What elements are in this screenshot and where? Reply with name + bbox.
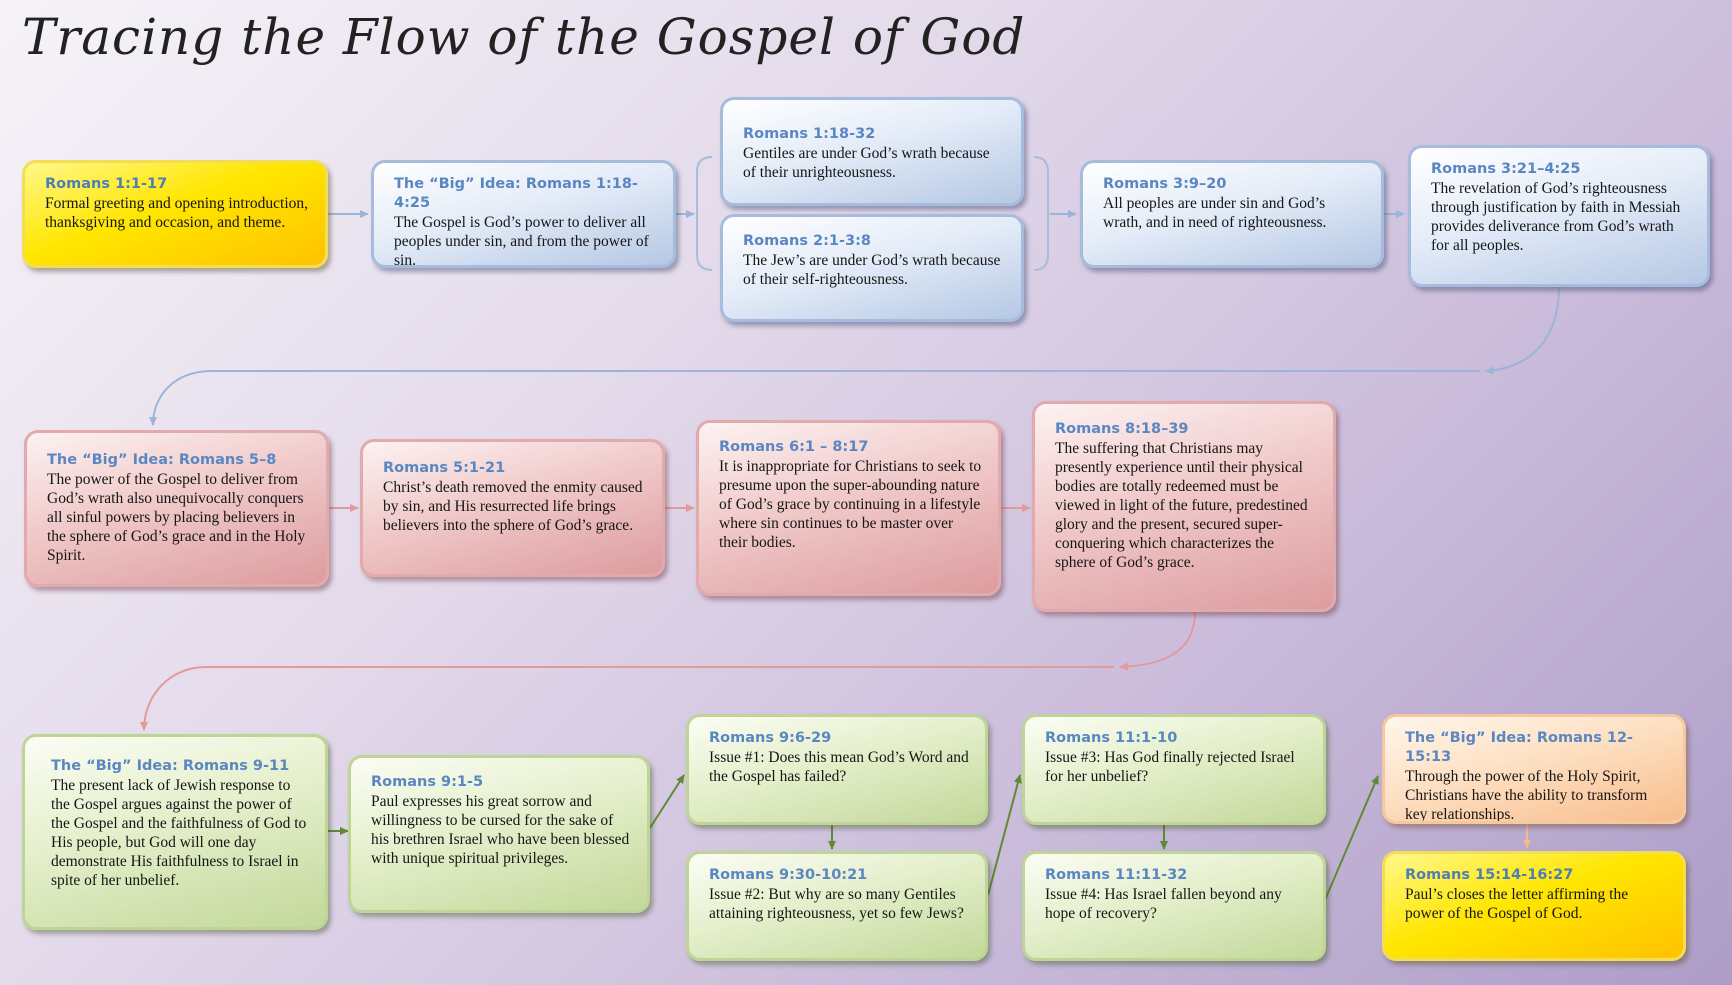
box-heading: Romans 15:14-16:27 — [1405, 867, 1574, 883]
box-romans-9-6-29: Romans 9:6-29 Issue #1: Does this mean G… — [686, 714, 988, 825]
box-text: Formal greeting and opening introduction… — [45, 195, 309, 231]
box-text: The power of the Gospel to deliver from … — [47, 471, 306, 564]
box-romans-15-14-16-27: Romans 15:14-16:27 Paul’s closes the let… — [1382, 851, 1686, 961]
box-heading: Romans 5:1-21 — [383, 460, 506, 476]
box-romans-3-9-20: Romans 3:9–20 All peoples are under sin … — [1080, 160, 1384, 268]
box-big-idea-4: The “Big” Idea: Romans 12-15:13 Through … — [1382, 714, 1686, 824]
box-text: Through the power of the Holy Spirit, Ch… — [1405, 768, 1648, 823]
box-text: Issue #2: But why are so many Gentiles a… — [709, 886, 964, 922]
box-text: Issue #4: Has Israel fallen beyond any h… — [1045, 886, 1282, 922]
box-heading: The “Big” Idea: Romans 5–8 — [47, 452, 277, 468]
box-heading: Romans 6:1 – 8:17 — [719, 439, 869, 455]
box-heading: Romans 9:1-5 — [371, 774, 484, 790]
arrow-b16-b17 — [1324, 775, 1379, 901]
arrow-to-b11 — [140, 666, 207, 731]
arrow-to-b7 — [149, 370, 213, 426]
box-heading: Romans 3:9–20 — [1103, 176, 1227, 192]
arrow-b6-down — [1485, 286, 1560, 375]
box-big-idea-2: The “Big” Idea: Romans 5–8 The power of … — [24, 430, 329, 587]
arrow-b12-b13 — [649, 774, 685, 829]
box-text: The revelation of God’s righteousness th… — [1431, 180, 1681, 254]
box-heading: Romans 3:21–4:25 — [1431, 161, 1581, 177]
box-text: All peoples are under sin and God’s wrat… — [1103, 195, 1327, 231]
box-romans-2-1-3-8: Romans 2:1-3:8 The Jew’s are under God’s… — [720, 214, 1024, 322]
box-romans-9-1-5: Romans 9:1-5 Paul expresses his great so… — [348, 755, 650, 913]
box-text: The Gospel is God’s power to deliver all… — [394, 214, 649, 268]
box-heading: Romans 11:1-10 — [1045, 730, 1178, 746]
box-text: It is inappropriate for Christians to se… — [719, 458, 982, 551]
box-text: The present lack of Jewish response to t… — [51, 777, 307, 889]
box-heading: Romans 9:30-10:21 — [709, 867, 868, 883]
box-heading: Romans 1:1-17 — [45, 176, 168, 192]
box-text: Issue #3: Has God finally rejected Israe… — [1045, 749, 1295, 785]
bracket-left — [696, 156, 713, 271]
box-big-idea-1: The “Big” Idea: Romans 1:18-4:25 The Gos… — [371, 160, 676, 268]
box-text: Issue #1: Does this mean God’s Word and … — [709, 749, 969, 785]
box-text: Gentiles are under God’s wrath because o… — [743, 145, 990, 181]
box-romans-11-1-10: Romans 11:1-10 Issue #3: Has God finally… — [1022, 714, 1326, 825]
box-romans-11-11-32: Romans 11:11-32 Issue #4: Has Israel fal… — [1022, 851, 1326, 961]
box-heading: Romans 8:18–39 — [1055, 421, 1189, 437]
box-heading: The “Big” Idea: Romans 1:18-4:25 — [394, 176, 638, 211]
arrow-b14-b15 — [987, 774, 1022, 896]
box-heading: Romans 1:18-32 — [743, 126, 876, 142]
box-heading: Romans 11:11-32 — [1045, 867, 1188, 883]
bracket-right — [1033, 156, 1049, 271]
box-romans-3-21-4-25: Romans 3:21–4:25 The revelation of God’s… — [1408, 145, 1710, 287]
box-heading: The “Big” Idea: Romans 9-11 — [51, 758, 290, 774]
box-text: Paul expresses his great sorrow and will… — [371, 793, 630, 867]
arrow-b10-down — [1119, 611, 1196, 671]
box-heading: The “Big” Idea: Romans 12-15:13 — [1405, 730, 1634, 765]
page-title: Tracing the Flow of the Gospel of God — [22, 8, 1026, 66]
box-heading: Romans 9:6-29 — [709, 730, 832, 746]
box-romans-1-18-32: Romans 1:18-32 Gentiles are under God’s … — [720, 97, 1024, 206]
box-text: Christ’s death removed the enmity caused… — [383, 479, 643, 534]
box-text: The suffering that Christians may presen… — [1055, 440, 1308, 571]
box-romans-9-30-10-21: Romans 9:30-10:21 Issue #2: But why are … — [686, 851, 988, 961]
box-big-idea-3: The “Big” Idea: Romans 9-11 The present … — [22, 734, 328, 930]
box-romans-5-1-21: Romans 5:1-21 Christ’s death removed the… — [360, 439, 665, 577]
box-text: The Jew’s are under God’s wrath because … — [743, 252, 1001, 288]
box-romans-8-18-39: Romans 8:18–39 The suffering that Christ… — [1032, 401, 1336, 612]
box-text: Paul’s closes the letter affirming the p… — [1405, 886, 1629, 922]
box-romans-6-1-8-17: Romans 6:1 – 8:17 It is inappropriate fo… — [696, 420, 1001, 596]
box-heading: Romans 2:1-3:8 — [743, 233, 871, 249]
box-romans-1-1-17: Romans 1:1-17 Formal greeting and openin… — [22, 160, 328, 268]
